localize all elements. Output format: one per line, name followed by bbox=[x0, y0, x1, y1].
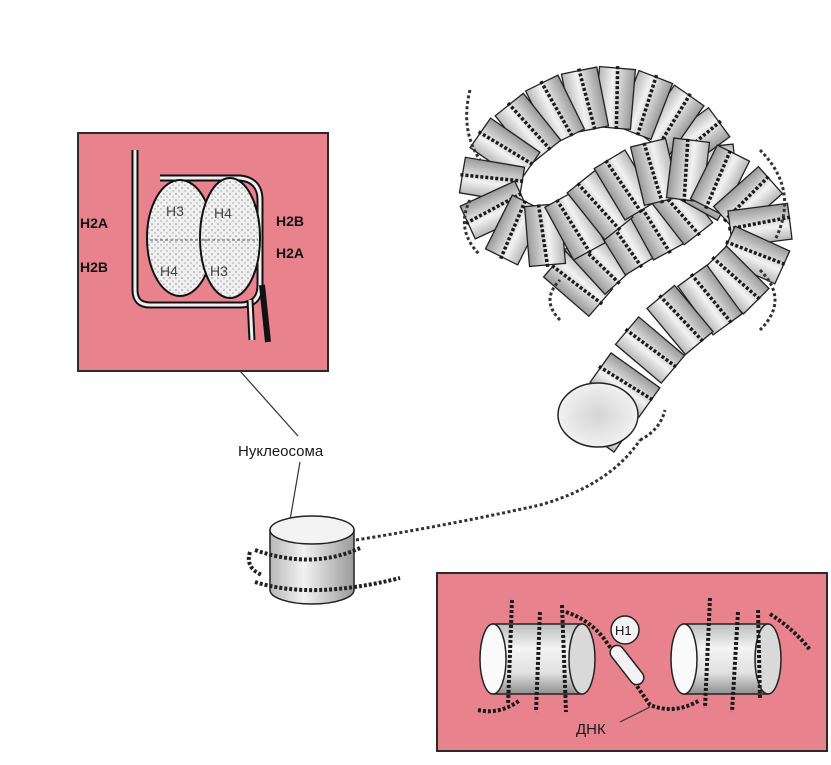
histone-lobe-right bbox=[200, 178, 260, 298]
linker-dna bbox=[356, 440, 640, 540]
label-right-inner-bottom: H3 bbox=[210, 263, 228, 279]
label-left-outer-bottom: H2B bbox=[80, 259, 108, 275]
label-right-outer-bottom: H2A bbox=[276, 245, 304, 261]
label-right-outer-top: H2B bbox=[276, 213, 304, 229]
dna-label: ДНК bbox=[576, 721, 606, 738]
octamer-panel: H2A H2B H2B H2A H3 H4 H4 H3 bbox=[78, 133, 328, 371]
dna-panel: H1 ДНК bbox=[437, 573, 827, 751]
right-cylinder-face bbox=[671, 624, 697, 694]
label-left-outer-top: H2A bbox=[80, 215, 108, 231]
nucleosome-label: Нуклеосома bbox=[238, 443, 324, 460]
left-cylinder-face bbox=[480, 624, 506, 694]
label-left-inner-bottom: H4 bbox=[160, 263, 178, 279]
chromatin-fiber bbox=[457, 65, 794, 454]
label-left-inner-top: H3 bbox=[166, 203, 184, 219]
panel-leader-line bbox=[240, 371, 298, 436]
nucleosome-leader-line bbox=[290, 462, 300, 520]
label-right-inner-top: H4 bbox=[214, 205, 232, 221]
fiber-end-cap bbox=[558, 383, 638, 447]
h1-label: H1 bbox=[615, 623, 632, 638]
